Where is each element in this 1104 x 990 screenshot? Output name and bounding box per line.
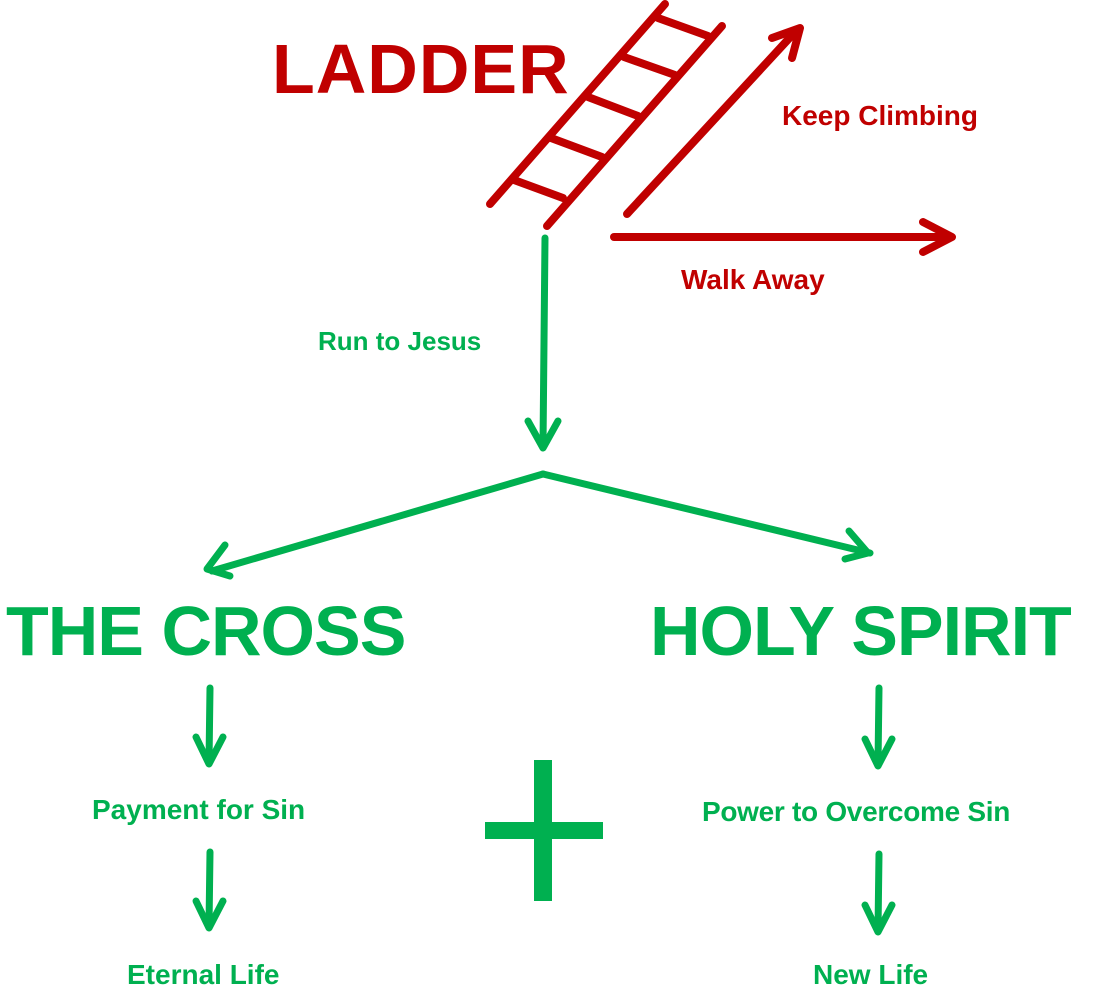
cross-down-arrows — [192, 684, 227, 932]
keep-climbing-arrow-icon — [623, 24, 804, 218]
the-cross-title: THE CROSS — [6, 592, 406, 670]
ladder-rail-left — [486, 0, 669, 208]
ladder-rung — [510, 176, 567, 202]
ladder-rung — [547, 134, 606, 161]
run-to-jesus-arrow-icon — [524, 234, 562, 452]
plus-icon — [485, 760, 603, 901]
arrow-to-spirit — [539, 470, 874, 557]
run-to-jesus-label: Run to Jesus — [318, 326, 482, 356]
ladder-rung — [620, 53, 679, 79]
holy-spirit-title: HOLY SPIRIT — [650, 592, 1072, 670]
power-to-overcome-sin-label: Power to Overcome Sin — [702, 796, 1011, 827]
ladder-rung — [654, 14, 712, 40]
keep-climbing-label: Keep Climbing — [782, 100, 979, 131]
down-arrow-icon — [192, 684, 227, 768]
ladder-title: LADDER — [272, 30, 570, 108]
down-arrow-icon — [861, 850, 896, 936]
down-arrow-icon — [192, 848, 227, 932]
walk-away-label: Walk Away — [681, 264, 825, 295]
eternal-life-label: Eternal Life — [127, 959, 280, 990]
payment-for-sin-label: Payment for Sin — [92, 794, 306, 825]
spirit-down-arrows — [861, 684, 896, 936]
down-arrow-icon — [861, 684, 896, 770]
ladder-rung — [584, 93, 642, 120]
new-life-label: New Life — [813, 959, 929, 990]
arrow-to-cross-head — [203, 541, 234, 580]
arrow-to-spirit-head — [841, 527, 872, 563]
ladder-icon — [486, 0, 726, 230]
walk-away-arrow-icon — [610, 218, 956, 256]
arrow-to-cross — [208, 470, 547, 575]
split-arrows-icon — [203, 470, 874, 580]
ladder-rail-right — [543, 22, 726, 230]
